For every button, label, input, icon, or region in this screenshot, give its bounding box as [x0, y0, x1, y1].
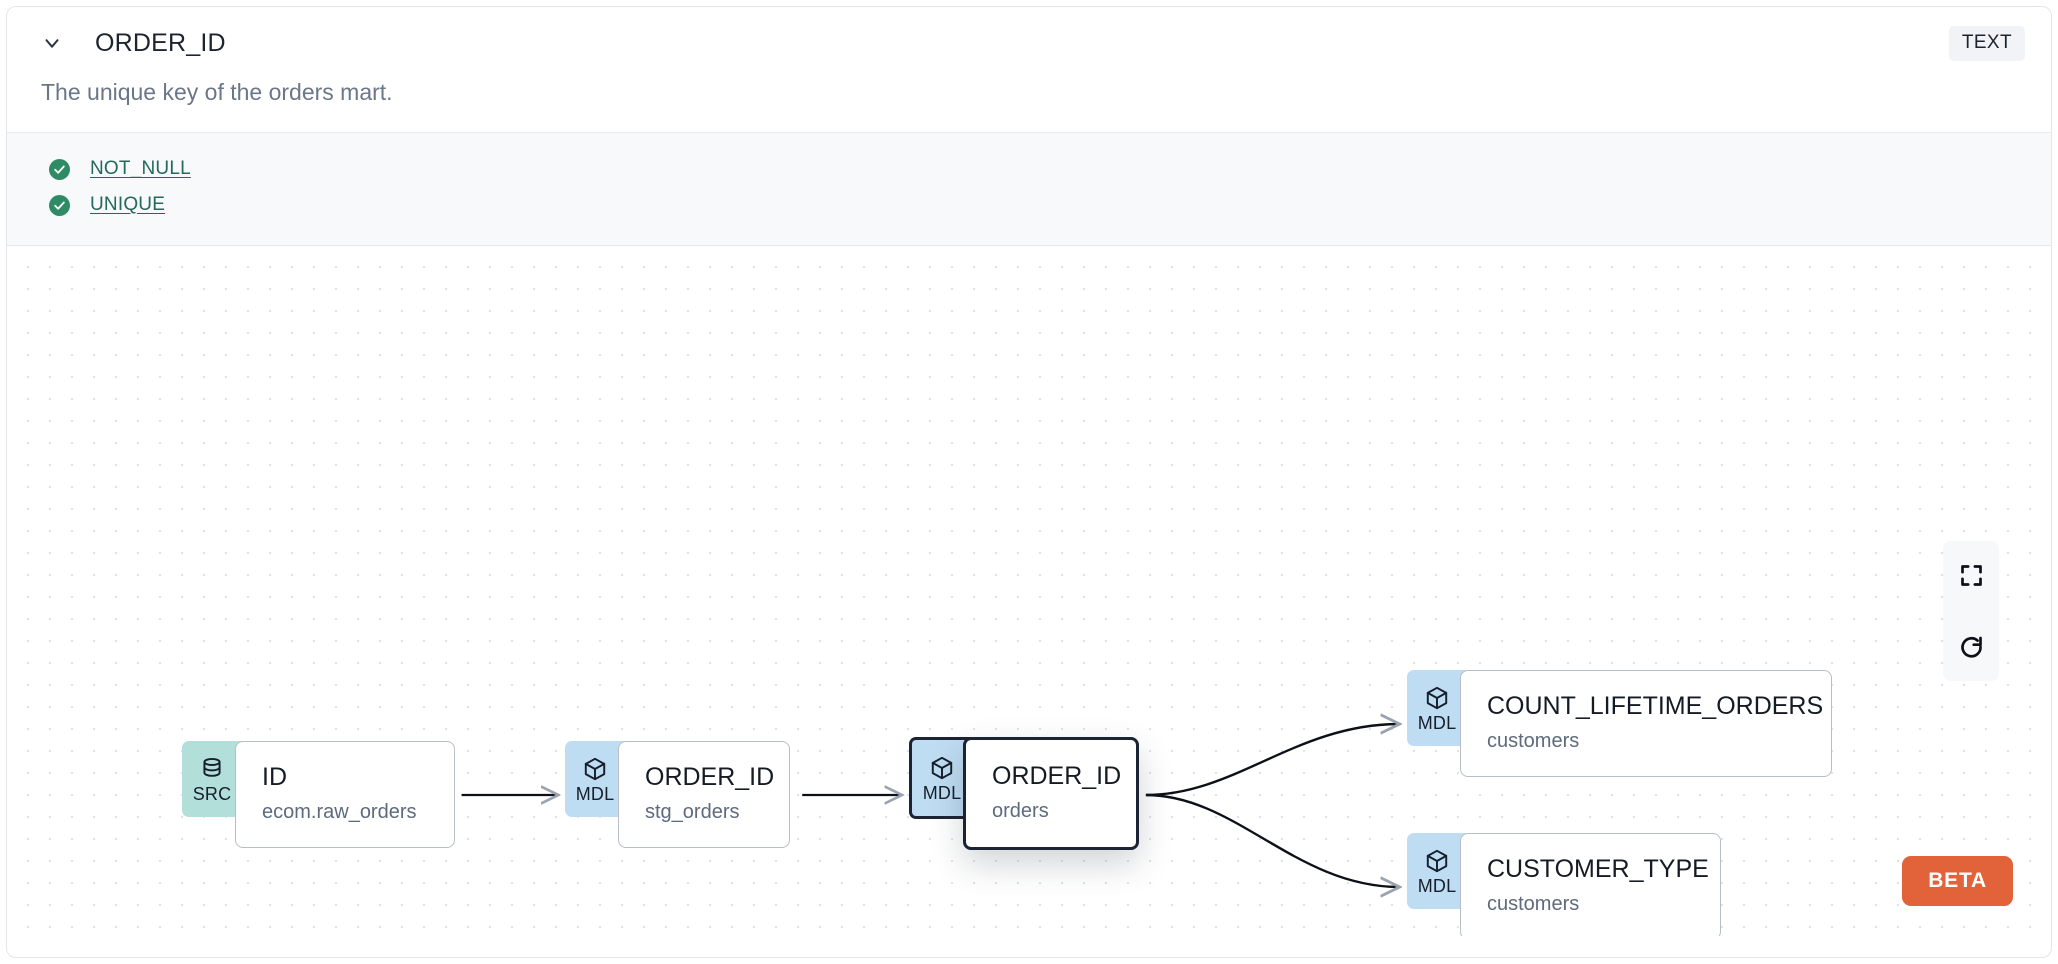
- card-header: ORDER_ID TEXT: [7, 7, 2051, 79]
- node-body: COUNT_LIFETIME_ORDERS customers: [1460, 670, 1832, 777]
- node-name: ID: [262, 763, 287, 792]
- edge-orders-count: [1145, 724, 1400, 797]
- data-type-badge: TEXT: [1948, 25, 2025, 61]
- node-source: orders: [992, 799, 1049, 822]
- node-source: customers: [1487, 729, 1580, 752]
- lineage-node-customer-type[interactable]: MDL CUSTOMER_TYPE customers: [1407, 833, 1721, 936]
- node-name: ORDER_ID: [992, 762, 1122, 791]
- test-link-not-null[interactable]: NOT_NULL: [90, 158, 191, 179]
- node-source: customers: [1487, 892, 1580, 915]
- cube-icon: [1426, 849, 1448, 872]
- node-body: CUSTOMER_TYPE customers: [1460, 833, 1721, 936]
- test-row: NOT_NULL: [7, 151, 2051, 187]
- node-source: stg_orders: [645, 800, 740, 823]
- check-circle-icon: [49, 194, 70, 216]
- refresh-icon: [1960, 636, 1982, 658]
- edge-orders-customer-type: [1145, 793, 1400, 887]
- lineage-node-orders-order-id[interactable]: MDL ORDER_ID orders: [909, 737, 1139, 850]
- node-name: ORDER_ID: [645, 763, 775, 792]
- lineage-edges: [461, 246, 2051, 936]
- fit-view-button[interactable]: [1943, 541, 1999, 609]
- node-source: ecom.raw_orders: [262, 800, 417, 823]
- cube-icon: [1426, 686, 1448, 709]
- node-body: ID ecom.raw_orders: [235, 741, 455, 848]
- node-kind-badge-src: SRC: [182, 741, 242, 817]
- lineage-node-id[interactable]: SRC ID ecom.raw_orders: [182, 741, 455, 848]
- test-row: UNIQUE: [7, 187, 2051, 223]
- column-detail-card: ORDER_ID TEXT The unique key of the orde…: [6, 6, 2052, 958]
- page-title: ORDER_ID: [95, 28, 226, 57]
- node-body: ORDER_ID orders: [963, 737, 1139, 850]
- chevron-down-icon[interactable]: [39, 30, 65, 56]
- database-icon: [203, 757, 221, 777]
- node-body: ORDER_ID stg_orders: [618, 741, 790, 848]
- canvas-controls: [1943, 541, 1999, 681]
- column-description: The unique key of the orders mart.: [41, 79, 393, 105]
- tests-section: NOT_NULL UNIQUE: [7, 132, 2051, 246]
- lineage-canvas[interactable]: SRC ID ecom.raw_orders MDL ORDER_ID stg_…: [7, 246, 2051, 936]
- cube-icon: [931, 756, 953, 779]
- node-kind-label: SRC: [192, 783, 232, 804]
- node-kind-badge-mdl: MDL: [565, 741, 625, 817]
- node-kind-label: MDL: [1417, 875, 1457, 896]
- fullscreen-icon: [1960, 564, 1982, 586]
- test-link-unique[interactable]: UNIQUE: [90, 194, 166, 215]
- node-kind-label: MDL: [922, 782, 962, 803]
- node-kind-badge-mdl: MDL: [909, 737, 972, 819]
- reset-view-button[interactable]: [1943, 613, 1999, 681]
- node-kind-label: MDL: [1417, 712, 1457, 733]
- node-kind-badge-mdl: MDL: [1407, 670, 1467, 746]
- check-circle-icon: [49, 158, 70, 180]
- lineage-node-count-lifetime-orders[interactable]: MDL COUNT_LIFETIME_ORDERS customers: [1407, 670, 1832, 777]
- beta-badge[interactable]: BETA: [1902, 856, 2013, 906]
- node-kind-label: MDL: [575, 783, 615, 804]
- cube-icon: [584, 757, 606, 780]
- lineage-node-stg-order-id[interactable]: MDL ORDER_ID stg_orders: [565, 741, 790, 848]
- node-name: COUNT_LIFETIME_ORDERS: [1487, 692, 1824, 721]
- node-name: CUSTOMER_TYPE: [1487, 855, 1709, 884]
- node-kind-badge-mdl: MDL: [1407, 833, 1467, 909]
